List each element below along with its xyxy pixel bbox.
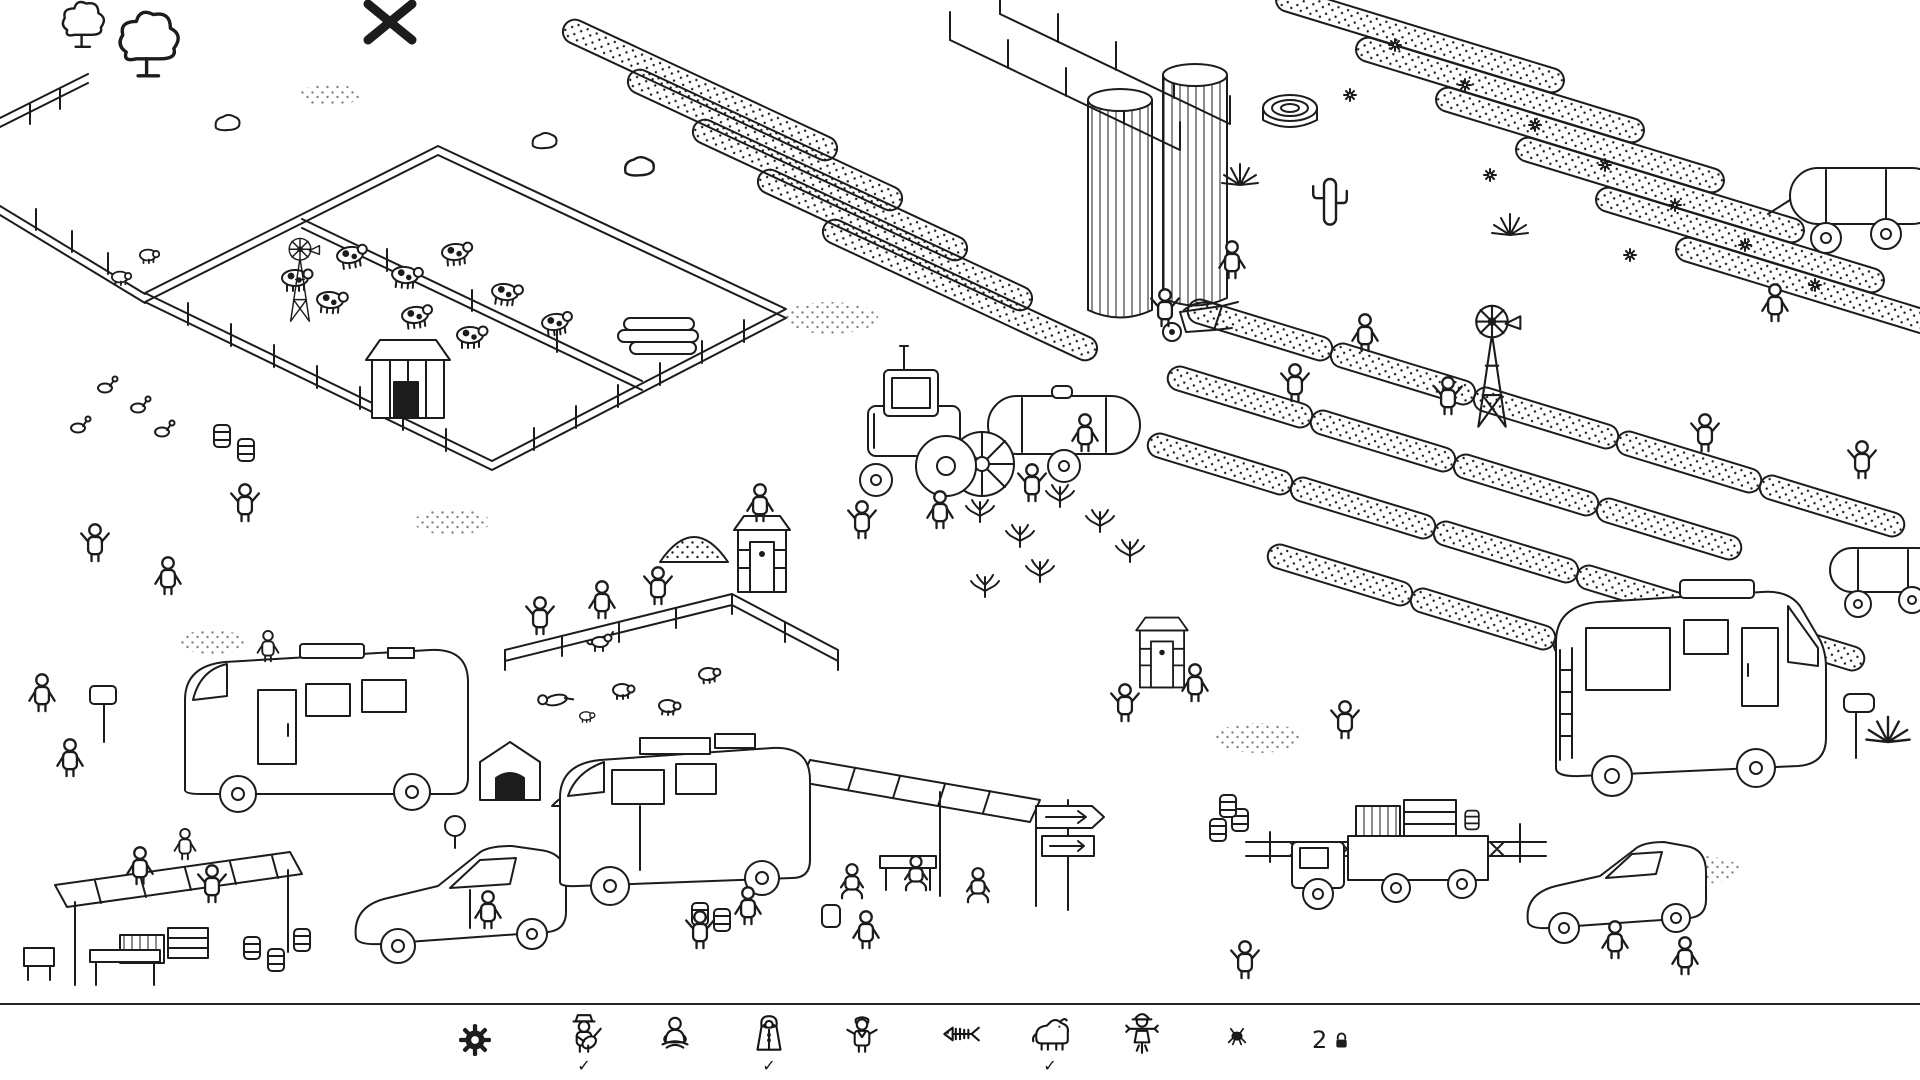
mailbox-left[interactable] xyxy=(89,685,117,743)
scarecrow-icon xyxy=(1125,1013,1159,1054)
trees[interactable] xyxy=(61,0,180,78)
signpost[interactable] xyxy=(1035,799,1105,911)
found-checkmark: ✓ xyxy=(762,1056,776,1075)
target-fish-skeleton[interactable] xyxy=(932,1011,988,1075)
camper-van[interactable] xyxy=(184,629,469,813)
lock-icon xyxy=(1336,1032,1347,1048)
hay-mound[interactable] xyxy=(659,536,729,563)
capped-person-icon xyxy=(846,1016,878,1053)
van-with-awning[interactable] xyxy=(559,733,1105,932)
pig-pen[interactable] xyxy=(504,593,839,723)
target-flea[interactable] xyxy=(1209,1011,1265,1075)
x-marker[interactable] xyxy=(363,0,417,45)
tanker-trailer-top[interactable] xyxy=(1767,167,1920,254)
hatchback-car[interactable] xyxy=(354,845,567,964)
camp-table[interactable] xyxy=(444,815,466,849)
pigs[interactable] xyxy=(579,665,723,723)
cows[interactable] xyxy=(281,241,575,349)
pickup-car[interactable] xyxy=(1526,841,1707,944)
bottom-toolbar: ✓ ✓ xyxy=(0,1003,1920,1080)
log-pile[interactable] xyxy=(617,317,699,355)
dog-house[interactable] xyxy=(479,741,541,801)
target-hooded-person[interactable]: ✓ xyxy=(741,1011,797,1075)
left-fences[interactable] xyxy=(0,73,146,304)
motorhome[interactable] xyxy=(1555,579,1875,797)
musician-icon xyxy=(572,1014,602,1053)
fish-skeleton-icon xyxy=(943,1026,980,1042)
sitting-people[interactable] xyxy=(839,855,991,904)
rocks[interactable] xyxy=(214,114,655,177)
locked-count: 2 xyxy=(1312,1026,1328,1054)
flea-icon xyxy=(1227,1027,1247,1046)
sitting-person-icon xyxy=(661,1016,689,1049)
target-scarecrow[interactable] xyxy=(1114,1011,1170,1075)
ducks[interactable] xyxy=(70,375,176,438)
outhouse-center[interactable] xyxy=(733,515,791,593)
lying-person[interactable] xyxy=(537,689,575,708)
found-checkmark: ✓ xyxy=(577,1056,591,1075)
tree-stump[interactable] xyxy=(1262,94,1318,128)
locked-targets-counter: 2 xyxy=(1312,1025,1349,1055)
tractor-with-tanker[interactable] xyxy=(859,345,1141,497)
shed[interactable] xyxy=(365,339,451,419)
target-capped-person[interactable] xyxy=(834,1011,890,1075)
vine-trellis[interactable] xyxy=(949,0,1231,151)
farm-scene[interactable] xyxy=(0,0,1920,1003)
gear-icon xyxy=(459,1024,491,1056)
target-sitting-person[interactable] xyxy=(647,1011,703,1075)
ground-texture xyxy=(178,84,1740,884)
cattle-pen[interactable] xyxy=(111,145,787,471)
settings-button[interactable] xyxy=(456,1021,494,1059)
sheep[interactable] xyxy=(111,248,161,287)
found-checkmark: ✓ xyxy=(1043,1056,1057,1075)
hooded-person-icon xyxy=(756,1015,782,1051)
tanker-trailer-mid[interactable] xyxy=(1829,547,1920,618)
barrels-left[interactable] xyxy=(213,424,255,462)
outhouse-right[interactable] xyxy=(1135,616,1189,689)
buffalo-icon xyxy=(1032,1018,1070,1051)
plants[interactable] xyxy=(965,484,1145,598)
target-musician[interactable]: ✓ xyxy=(556,1011,612,1075)
dog[interactable] xyxy=(586,631,614,652)
target-buffalo[interactable]: ✓ xyxy=(1022,1011,1078,1075)
mailbox[interactable] xyxy=(1843,693,1875,759)
market-stall[interactable] xyxy=(23,827,311,986)
crate-truck[interactable] xyxy=(1209,794,1547,910)
